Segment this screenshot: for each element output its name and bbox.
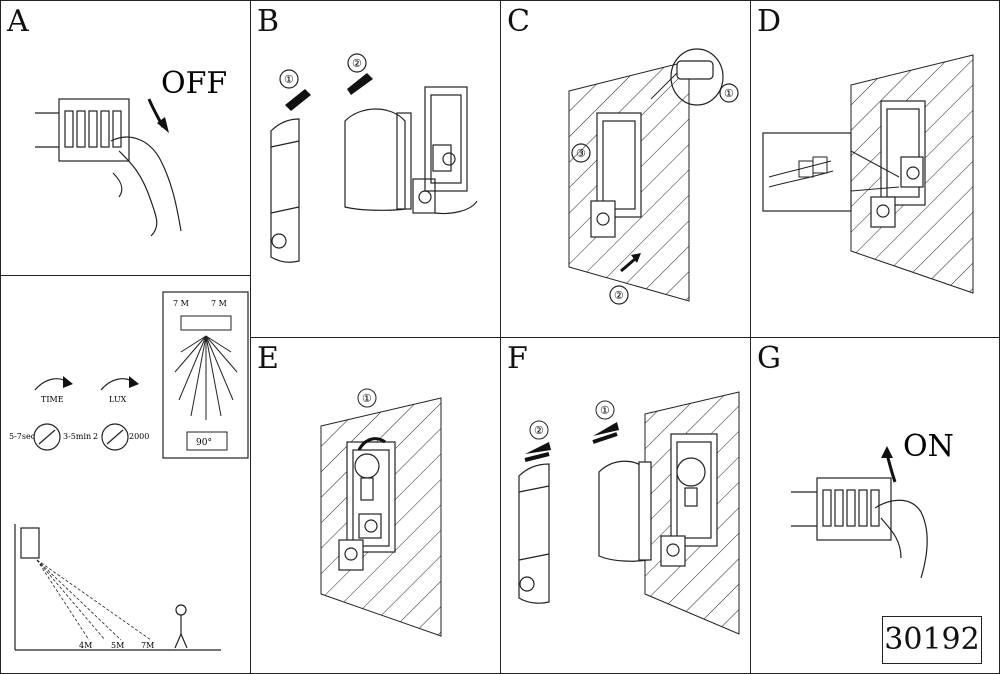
remove-shade-illustration: ① ② <box>270 53 478 263</box>
panel-f: F ① ② <box>500 337 751 674</box>
breaker-on-illustration: ON <box>791 429 954 579</box>
mount-bracket-illustration: ① ② ③ <box>568 48 739 305</box>
panel-letter-g: G <box>757 341 781 376</box>
step-2: ② <box>534 424 544 437</box>
breaker-off-illustration: OFF <box>35 66 227 237</box>
time-min: 5-7sec <box>9 432 36 441</box>
lux-min: 2 <box>93 432 98 441</box>
angle-label: 90° <box>196 438 212 448</box>
time-label: TIME <box>41 395 64 404</box>
step-1: ① <box>724 87 734 100</box>
distance-2: 5M <box>111 641 124 650</box>
panel-settings: TIME 5-7sec 3-5min LUX 2 2000 7 M 7 M 90… <box>0 275 251 674</box>
time-max: 3-5min <box>63 432 91 441</box>
distance-3: 7M <box>141 641 154 650</box>
lux-label: LUX <box>109 395 127 404</box>
panel-a: A OFF <box>0 0 251 276</box>
arrow-icon <box>620 257 636 273</box>
step-3: ③ <box>576 147 586 160</box>
panel-letter-f: F <box>507 341 528 376</box>
sensor-settings-illustration: TIME 5-7sec 3-5min LUX 2 2000 7 M 7 M 90… <box>9 291 249 651</box>
distance-1: 4M <box>79 641 92 650</box>
panel-c: C ① ② ③ <box>500 0 751 338</box>
step-2: ② <box>614 289 624 302</box>
step-2: ② <box>352 57 362 70</box>
range-left: 7 M <box>173 299 189 308</box>
rotate-arrow-icon <box>357 437 386 451</box>
product-code: 30192 <box>882 616 982 664</box>
panel-e: E ① <box>250 337 501 674</box>
panel-letter-b: B <box>257 4 280 39</box>
panel-letter-c: C <box>507 4 530 39</box>
panel-letter-d: D <box>757 4 782 39</box>
insert-bulb-illustration: ① <box>320 388 442 637</box>
panel-letter-e: E <box>257 341 279 376</box>
reattach-shade-illustration: ① ② <box>518 391 740 635</box>
step-1: ① <box>362 392 372 405</box>
range-right: 7 M <box>211 299 227 308</box>
panel-b: B ① ② <box>250 0 501 338</box>
step-1: ① <box>284 73 294 86</box>
on-label: ON <box>903 429 954 464</box>
panel-d: D <box>750 0 1000 338</box>
off-label: OFF <box>161 66 227 101</box>
wiring-illustration <box>762 54 974 294</box>
panel-letter-a: A <box>7 4 29 39</box>
lux-max: 2000 <box>129 432 149 441</box>
step-1: ① <box>600 404 610 417</box>
